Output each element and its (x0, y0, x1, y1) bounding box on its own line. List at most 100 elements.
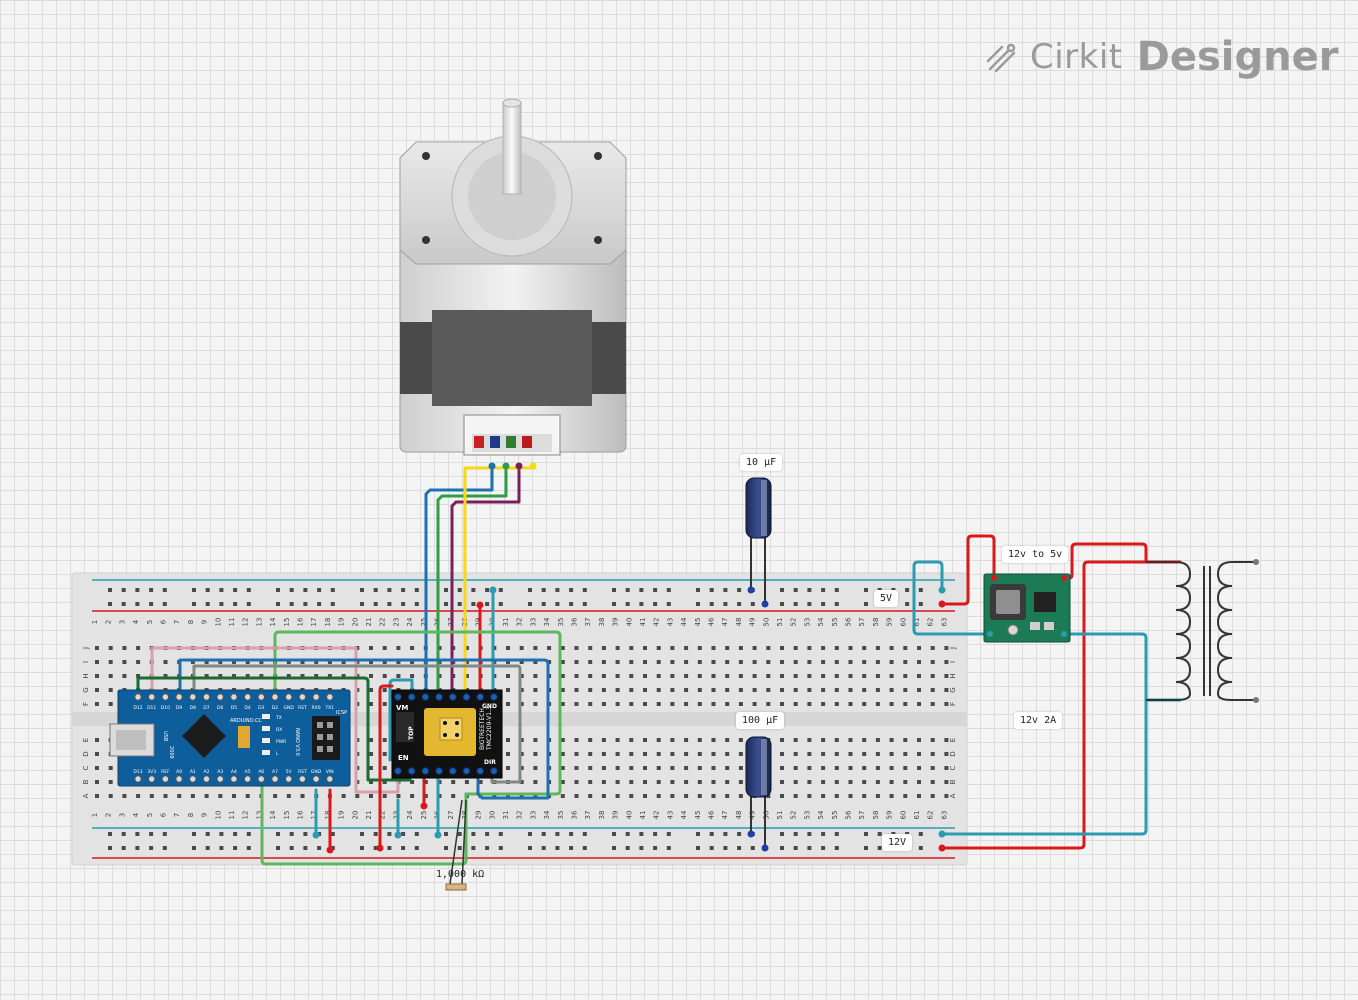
rail-hole[interactable] (625, 588, 630, 592)
rail-hole[interactable] (582, 602, 587, 606)
breadboard-hole[interactable] (766, 674, 771, 678)
nano-pin[interactable] (134, 775, 142, 783)
rail-hole[interactable] (219, 602, 224, 606)
breadboard-hole[interactable] (95, 794, 99, 798)
rail-hole[interactable] (246, 588, 251, 592)
rail-hole[interactable] (498, 832, 503, 836)
nano-pin[interactable] (298, 693, 307, 701)
breadboard-hole[interactable] (601, 738, 606, 742)
rail-hole[interactable] (219, 846, 224, 850)
breadboard-hole[interactable] (862, 660, 867, 664)
wire-buck-gnd-teal[interactable] (1062, 632, 1148, 702)
rail-hole[interactable] (737, 846, 742, 850)
breadboard-hole[interactable] (382, 660, 387, 664)
breadboard-hole[interactable] (862, 794, 867, 798)
rail-hole[interactable] (737, 832, 742, 836)
driver-pin[interactable] (394, 693, 402, 701)
breadboard-hole[interactable] (108, 702, 113, 706)
breadboard-hole[interactable] (629, 766, 634, 770)
breadboard-hole[interactable] (369, 794, 373, 798)
rail-hole[interactable] (528, 602, 532, 606)
driver-pin[interactable] (435, 693, 444, 701)
breadboard-hole[interactable] (684, 674, 689, 678)
breadboard-hole[interactable] (834, 780, 839, 784)
rail-hole[interactable] (709, 602, 714, 606)
breadboard-hole[interactable] (752, 660, 757, 664)
breadboard-hole[interactable] (273, 794, 278, 798)
rail-hole[interactable] (387, 832, 392, 836)
rail-hole[interactable] (709, 846, 714, 850)
driver-pin[interactable] (421, 767, 430, 775)
breadboard-hole[interactable] (834, 674, 839, 678)
breadboard-hole[interactable] (889, 688, 894, 692)
breadboard-hole[interactable] (95, 674, 99, 678)
wire-pink[interactable] (150, 646, 400, 794)
breadboard-hole[interactable] (451, 780, 456, 784)
rail-hole[interactable] (625, 602, 630, 606)
breadboard-hole[interactable] (122, 646, 127, 650)
breadboard-hole[interactable] (889, 794, 894, 798)
breadboard-hole[interactable] (711, 780, 716, 784)
breadboard-hole[interactable] (314, 660, 319, 664)
rail-hole[interactable] (582, 846, 587, 850)
breadboard-hole[interactable] (807, 688, 812, 692)
rail-hole[interactable] (541, 602, 546, 606)
rail-hole[interactable] (289, 832, 294, 836)
breadboard-hole[interactable] (834, 752, 839, 756)
rail-hole[interactable] (471, 832, 476, 836)
breadboard-hole[interactable] (917, 674, 921, 678)
resistor[interactable] (445, 799, 467, 891)
breadboard-hole[interactable] (848, 674, 853, 678)
nano-pin[interactable] (216, 693, 224, 701)
breadboard-hole[interactable] (643, 674, 647, 678)
breadboard-hole[interactable] (944, 646, 949, 650)
breadboard-hole[interactable] (821, 780, 826, 784)
rail-hole[interactable] (639, 588, 644, 592)
breadboard-hole[interactable] (588, 752, 593, 756)
breadboard-hole[interactable] (903, 738, 908, 742)
breadboard-hole[interactable] (670, 688, 675, 692)
rail-hole[interactable] (360, 846, 364, 850)
breadboard-hole[interactable] (780, 766, 784, 770)
breadboard-hole[interactable] (656, 674, 661, 678)
rail-hole[interactable] (246, 602, 251, 606)
breadboard-hole[interactable] (711, 688, 716, 692)
rail-hole[interactable] (612, 846, 616, 850)
breadboard-hole[interactable] (711, 674, 716, 678)
rail-hole[interactable] (696, 846, 700, 850)
breadboard-hole[interactable] (506, 674, 510, 678)
breadboard-hole[interactable] (560, 646, 565, 650)
rail-hole[interactable] (821, 602, 826, 606)
breadboard-hole[interactable] (697, 688, 702, 692)
breadboard-hole[interactable] (875, 766, 880, 770)
rail-hole[interactable] (569, 846, 574, 850)
breadboard-hole[interactable] (766, 660, 771, 664)
breadboard-hole[interactable] (944, 674, 949, 678)
rail-hole[interactable] (918, 588, 923, 592)
breadboard-hole[interactable] (793, 702, 798, 706)
trim-potentiometer[interactable] (1007, 624, 1019, 636)
breadboard-hole[interactable] (601, 688, 606, 692)
breadboard-hole[interactable] (930, 780, 935, 784)
rail-hole[interactable] (877, 832, 882, 836)
breadboard-hole[interactable] (889, 646, 894, 650)
breadboard-hole[interactable] (382, 688, 387, 692)
rail-hole[interactable] (444, 588, 448, 592)
rail-hole[interactable] (135, 602, 140, 606)
breadboard-hole[interactable] (615, 752, 620, 756)
nano-pin[interactable] (271, 775, 279, 783)
rail-hole[interactable] (723, 602, 728, 606)
breadboard-hole[interactable] (423, 794, 428, 798)
driver-pin[interactable] (462, 767, 471, 775)
breadboard-hole[interactable] (780, 752, 784, 756)
rail-hole[interactable] (192, 602, 196, 606)
breadboard-hole[interactable] (259, 660, 264, 664)
breadboard-hole[interactable] (506, 794, 510, 798)
rail-hole[interactable] (373, 602, 378, 606)
rail-hole[interactable] (737, 602, 742, 606)
breadboard-hole[interactable] (519, 702, 524, 706)
rail-hole[interactable] (303, 602, 308, 606)
breadboard-hole[interactable] (834, 738, 839, 742)
breadboard-hole[interactable] (369, 702, 373, 706)
breadboard-hole[interactable] (793, 794, 798, 798)
